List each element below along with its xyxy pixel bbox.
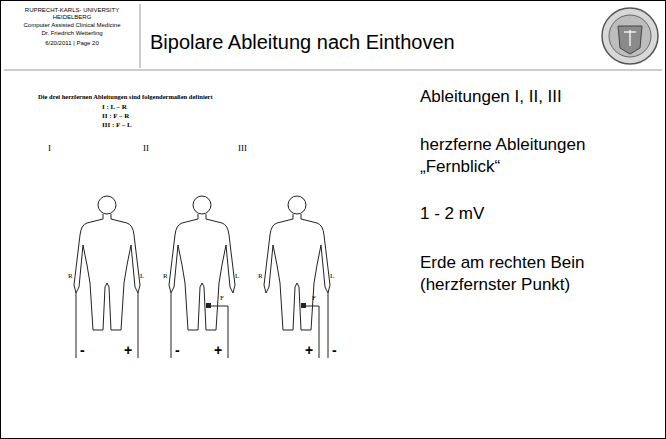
lead-number: II [143, 143, 163, 154]
polarity-sign: - [80, 342, 92, 359]
human-figures [74, 196, 330, 330]
polarity-sign: - [332, 342, 344, 359]
electrode-letter: R [163, 272, 173, 280]
lead-definition: III : F – L [102, 121, 182, 129]
header-divider [140, 4, 141, 68]
bullet-text: 1 - 2 mV [420, 203, 656, 225]
electrode-letter: F [312, 294, 322, 302]
university-seal [602, 8, 658, 64]
electrode-letter: L [140, 272, 150, 280]
lead-definition: I : L – R [102, 103, 182, 111]
electrode-letter: F [220, 294, 230, 302]
department: Computer Assisted Clinical Medicine [8, 22, 136, 29]
bullet-text: herzferne Ableitungen „Fernblick“ [420, 134, 656, 178]
slide-title: Bipolare Ableitung nach Einthoven [150, 30, 570, 54]
date-page: 6/20/2011 | Page 20 [8, 40, 136, 47]
polarity-sign: + [124, 342, 136, 359]
header-rule [4, 70, 662, 71]
electrode-letter: R [258, 272, 268, 280]
polarity-sign: - [175, 342, 187, 359]
electrode-letter: L [330, 272, 340, 280]
electrode-wires [76, 293, 328, 358]
university-name: RUPRECHT-KARLS- UNIVERSITY HEIDELBERG [8, 7, 136, 21]
electrode-letter: L [235, 272, 245, 280]
lead-definition: II : F – R [102, 112, 182, 120]
figure-caption: Die drei herzfernen Ableitungen sind fol… [38, 93, 298, 101]
polarity-sign: + [214, 342, 226, 359]
bullet-text: Ableitungen I, II, III [420, 86, 656, 108]
lead-number: III [238, 143, 258, 154]
electrode-letter: R [68, 272, 78, 280]
lead-number: I [48, 143, 68, 154]
author: Dr. Friedrich Wetterling [8, 30, 136, 37]
electrode-dots [206, 303, 306, 308]
bullet-text: Erde am rechten Bein (herzfernster Punkt… [420, 252, 656, 296]
polarity-sign: + [305, 342, 317, 359]
